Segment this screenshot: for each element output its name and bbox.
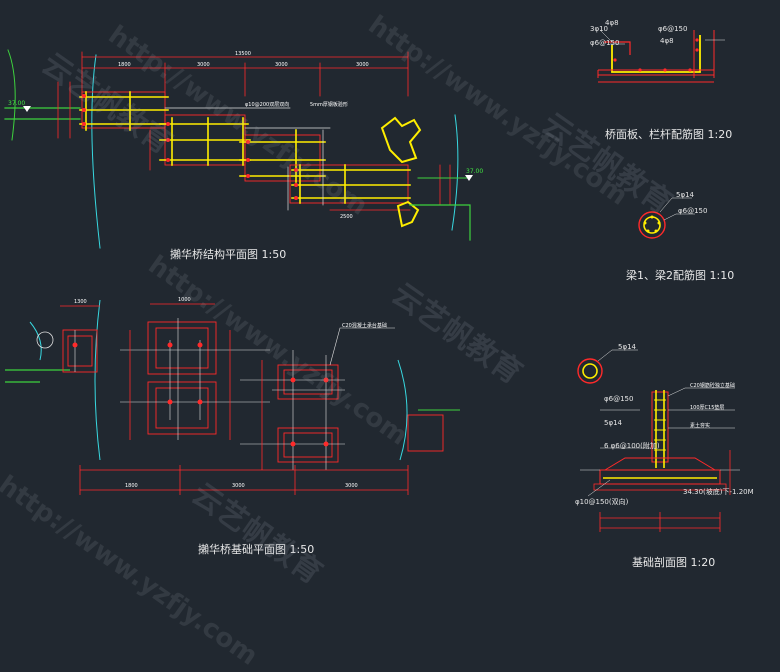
left-contour (91, 54, 101, 249)
section-note-a: 5φ14 (618, 343, 636, 351)
found-dim-top1: 1300 (74, 299, 87, 305)
section-note-d: C20钢筋砼独立基础 (690, 383, 735, 389)
drawing-svg (4, 29, 740, 532)
section-note-e: 100厚C15垫层 (690, 405, 725, 411)
deck-note-d: φ6@150 (658, 25, 688, 33)
section-note-h: 34.30(坡底)下-1.20M (683, 488, 754, 496)
section-note-g: 6 φ6@100(附加) (604, 442, 660, 450)
deck-note-b: φ6@150 (590, 39, 620, 47)
yellow-rock-shape (380, 116, 422, 164)
right-contour (451, 114, 459, 231)
found-note-1: C20混凝土承台基础 (342, 323, 387, 329)
beam-rebar-detail (638, 197, 695, 239)
plan-dim-1: 1800 (118, 62, 131, 68)
right-bank-line (409, 204, 471, 241)
beam-title: 梁1、梁2配筋图 1:10 (626, 269, 735, 282)
beam-note-b: φ6@150 (678, 207, 708, 215)
deck-rebar-detail (597, 29, 725, 83)
left-bank-line (4, 107, 81, 120)
section-note-b: φ6@150 (604, 395, 634, 403)
plan-title: 攋华桥结构平面图 1:50 (170, 248, 287, 261)
plan-dim-5: 2500 (340, 214, 353, 220)
found-dim-b1: 1800 (125, 483, 138, 489)
left-bank-curve (7, 49, 16, 141)
foundation-plan (5, 299, 460, 495)
beam-note-a: 5φ14 (676, 191, 694, 199)
deck-title: 桥面板、栏杆配筋图 1:20 (605, 128, 733, 141)
plan-dim-total: 13500 (235, 51, 251, 57)
deck-note-e: 4φ8 (605, 19, 619, 27)
found-dim-b3: 3000 (345, 483, 358, 489)
deck-note-a: 3φ10 (590, 25, 608, 33)
yellow-rock-shape-2 (396, 200, 420, 228)
plan-dim-4: 3000 (356, 62, 369, 68)
plan-note-2: 5mm厚钢板验形 (310, 102, 348, 108)
found-dim-top2: 1000 (178, 297, 191, 303)
section-note-c: 5φ14 (604, 419, 622, 427)
level-left: 37.00 (8, 100, 26, 107)
plan-note-1: φ10@200双层双向 (245, 102, 290, 108)
section-note-i: φ10@150(双向) (575, 498, 629, 506)
level-right: 37.00 (466, 168, 484, 175)
section-title: 基础剖面图 1:20 (632, 556, 716, 569)
deck-note-c: 4φ8 (660, 37, 674, 45)
foundation-section (577, 349, 740, 532)
section-note-f: 素土夯实 (690, 423, 711, 429)
plan-dim-2: 3000 (197, 62, 210, 68)
foundation-title: 攋华桥基础平面图 1:50 (198, 543, 315, 556)
plan-dim-3: 3000 (275, 62, 288, 68)
structural-plan (4, 49, 473, 249)
found-dim-b2: 3000 (232, 483, 245, 489)
